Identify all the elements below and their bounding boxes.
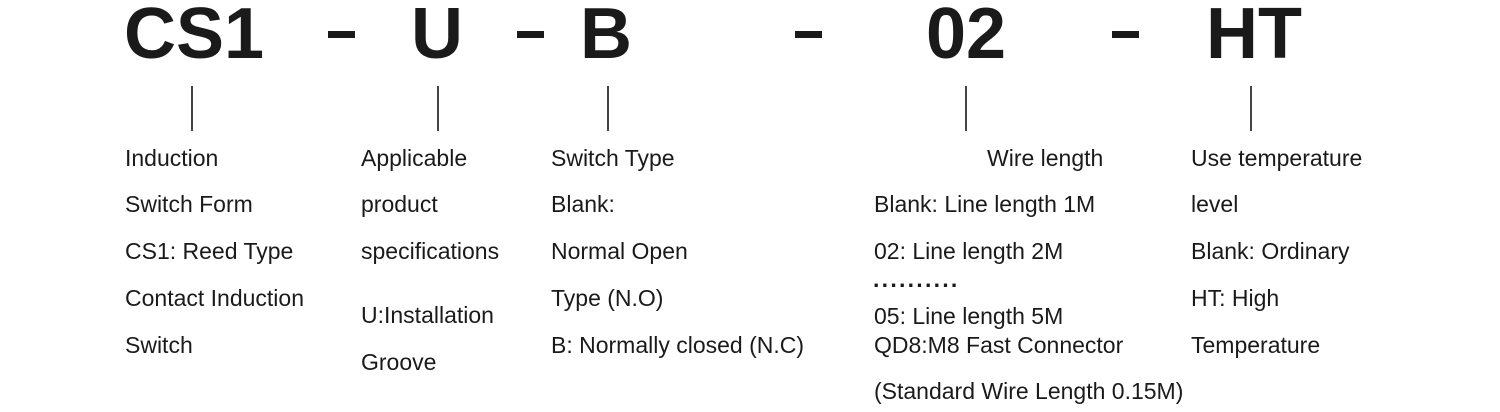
- wire-ellipsis: ··········: [873, 272, 960, 298]
- connector-line-spec: [437, 86, 439, 131]
- temperature-line: Temperature: [1191, 332, 1321, 358]
- switch-type-line: Blank:: [551, 191, 615, 217]
- separator-dash: [328, 31, 355, 38]
- switch-type-line: Type (N.O): [551, 285, 664, 311]
- switch-type-line: Normal Open: [551, 238, 688, 264]
- code-part-wire: 02: [926, 0, 1007, 74]
- connector-line-wire: [965, 86, 967, 131]
- code-part-switch: B: [580, 0, 632, 74]
- induction-line: Induction: [125, 145, 219, 171]
- wire-title: Wire length: [987, 145, 1104, 171]
- temperature-line: Blank: Ordinary: [1191, 238, 1350, 264]
- wire-line: 05: Line length 5M: [874, 303, 1064, 329]
- temperature-line: HT: High: [1191, 285, 1280, 311]
- separator-dash: [1112, 31, 1139, 38]
- connector-line-form: [191, 86, 193, 131]
- temperature-line: level: [1191, 191, 1239, 217]
- product-line: Groove: [361, 349, 437, 375]
- code-part-spec: U: [411, 0, 463, 74]
- code-part-form: CS1: [124, 0, 265, 74]
- wire-line: QD8:M8 Fast Connector: [874, 332, 1124, 358]
- induction-line: Switch Form: [125, 191, 253, 217]
- induction-line: Contact Induction: [125, 285, 305, 311]
- product-line: Applicable: [361, 145, 468, 171]
- product-line: product: [361, 191, 438, 217]
- wire-line: 02: Line length 2M: [874, 238, 1064, 264]
- connector-line-switch: [607, 86, 609, 131]
- product-line: specifications: [361, 238, 500, 264]
- switch-type-line: Switch Type: [551, 145, 675, 171]
- connector-line-temp: [1250, 86, 1252, 131]
- wire-line: (Standard Wire Length 0.15M): [874, 378, 1184, 404]
- induction-line: CS1: Reed Type: [125, 238, 294, 264]
- wire-line: Blank: Line length 1M: [874, 191, 1096, 217]
- separator-dash: [795, 31, 822, 38]
- product-line: U:Installation: [361, 302, 494, 328]
- switch-type-line: B: Normally closed (N.C): [551, 332, 805, 358]
- induction-line: Switch: [125, 332, 193, 358]
- separator-dash: [517, 31, 544, 38]
- temperature-line: Use temperature: [1191, 145, 1363, 171]
- code-part-temp: HT: [1206, 0, 1302, 74]
